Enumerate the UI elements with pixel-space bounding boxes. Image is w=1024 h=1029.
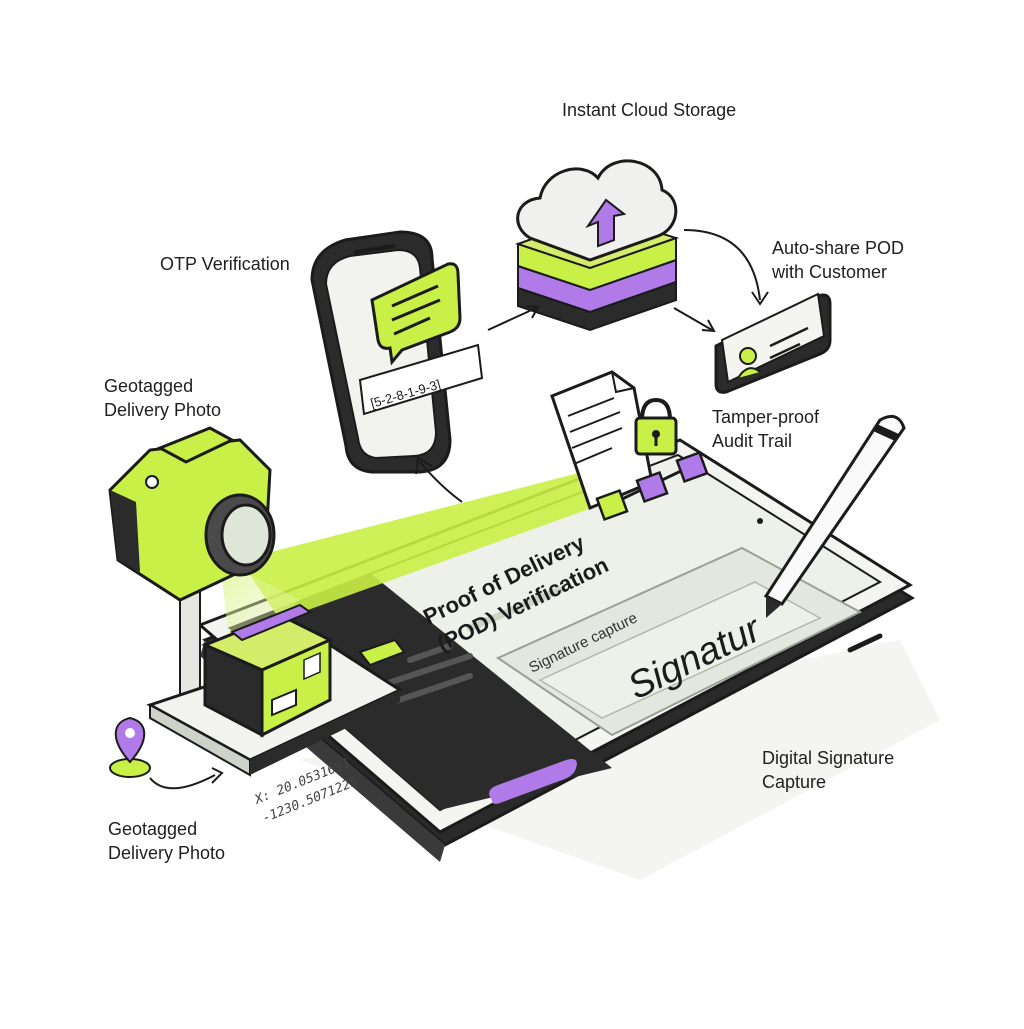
tamper-line2: Audit Trail	[712, 431, 793, 451]
stylus-icon	[763, 414, 906, 618]
tablet	[197, 438, 916, 862]
label-auto-share: Auto-share POD with Customer	[772, 236, 904, 284]
cloud-icon	[514, 159, 680, 332]
upload-arrow-icon	[585, 198, 627, 248]
digital-sig-line1: Digital Signature	[762, 748, 895, 768]
geo-photo-bottom-line2: Delivery Photo	[108, 843, 226, 863]
package-icon	[201, 603, 334, 738]
label-otp-verification: OTP Verification	[160, 252, 290, 276]
geo-photo-top-line2: Delivery Photo	[104, 400, 222, 420]
blockchain-chain	[595, 450, 709, 522]
camera-icon	[108, 426, 276, 702]
tamper-line1: Tamper-proof	[712, 407, 820, 427]
label-geotagged-photo-top: Geotagged Delivery Photo	[104, 374, 221, 422]
map-pin-icon	[109, 716, 151, 778]
label-geotagged-photo-bottom: Geotagged Delivery Photo	[108, 817, 225, 865]
digital-sig-line2: Capture	[762, 772, 827, 792]
label-instant-cloud-storage: Instant Cloud Storage	[562, 98, 736, 122]
label-tamper-proof: Tamper-proof Audit Trail	[712, 405, 819, 453]
geo-photo-top-line1: Geotagged	[104, 376, 194, 396]
geo-photo-bottom-line1: Geotagged	[108, 819, 198, 839]
otp-text: OTP Verification	[160, 254, 290, 274]
chat-bubble-icon	[370, 262, 462, 366]
cloud-storage-text: Instant Cloud Storage	[562, 100, 737, 120]
label-digital-signature: Digital Signature Capture	[762, 746, 894, 794]
otp-code-box	[358, 343, 484, 416]
phone-icon	[310, 230, 452, 474]
padlock-icon	[634, 397, 678, 456]
auto-share-line1: Auto-share POD	[772, 238, 905, 258]
auto-share-line2: with Customer	[772, 262, 888, 282]
user-card-icon	[714, 292, 832, 394]
flow-arrows	[415, 229, 769, 503]
